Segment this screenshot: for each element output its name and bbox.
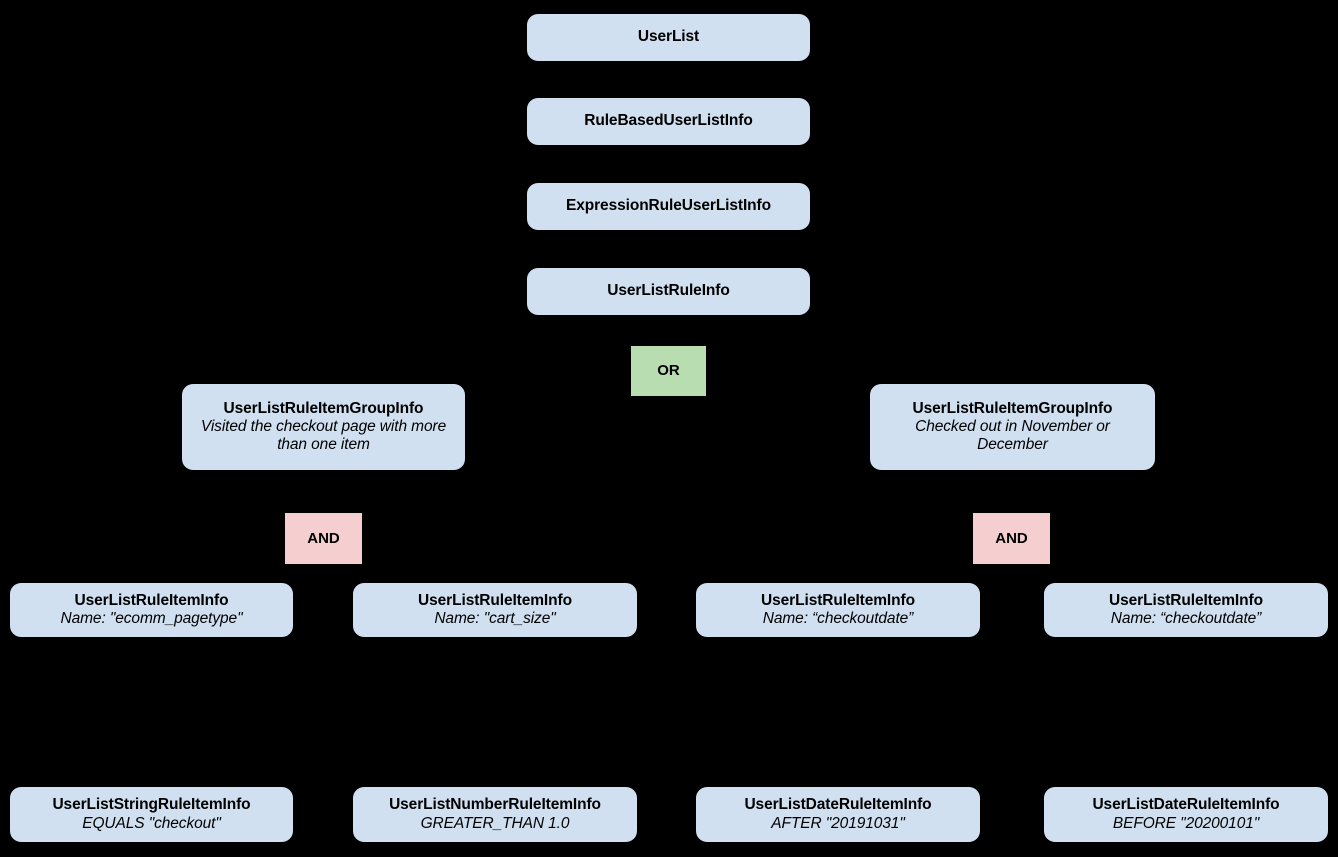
edge-and-right-to-item4 [1033,563,1187,584]
node-rule-item-4[interactable]: UserListRuleItemInfo Name: “checkoutdate… [1044,583,1328,637]
node-user-list[interactable]: UserList [527,14,810,61]
node-group-right[interactable]: UserListRuleItemGroupInfo Checked out in… [870,384,1155,470]
node-title: RuleBasedUserListInfo [584,112,753,130]
node-leaf-date-rule-item-info-after[interactable]: UserListDateRuleItemInfo AFTER "20191031… [696,787,980,842]
node-subtitle: Name: “checkoutdate” [1110,610,1262,627]
edge-and-left-to-item2 [345,563,496,584]
node-title: UserListRuleInfo [607,282,730,300]
node-and-operator-left[interactable]: AND [285,513,362,564]
edge-or-to-group-left [341,363,631,379]
node-and-operator-right[interactable]: AND [973,513,1050,564]
node-title: UserListRuleItemGroupInfo [223,399,424,417]
node-rule-item-3[interactable]: UserListRuleItemInfo Name: “checkoutdate… [696,583,980,637]
node-expression-rule-user-list-info[interactable]: ExpressionRuleUserListInfo [527,183,810,230]
node-leaf-date-rule-item-info-before[interactable]: UserListDateRuleItemInfo BEFORE "2020010… [1044,787,1328,842]
edge-and-right-to-item3 [837,563,989,584]
node-title: UserListRuleItemInfo [761,591,915,609]
node-title: UserListRuleItemGroupInfo [912,399,1113,417]
node-user-list-rule-info[interactable]: UserListRuleInfo [527,268,810,315]
node-title: UserListRuleItemInfo [74,591,229,609]
node-subtitle: GREATER_THAN 1.0 [420,814,570,832]
node-leaf-number-rule-item-info[interactable]: UserListNumberRuleItemInfo GREATER_THAN … [353,787,637,842]
node-group-left[interactable]: UserListRuleItemGroupInfo Visited the ch… [182,384,465,470]
node-rule-item-2[interactable]: UserListRuleItemInfo Name: "cart_size" [353,583,637,637]
node-title: UserListDateRuleItemInfo [744,796,932,814]
operator-label: AND [307,529,340,547]
node-title: UserListNumberRuleItemInfo [389,796,601,814]
node-title: UserListDateRuleItemInfo [1092,796,1280,814]
node-subtitle: EQUALS "checkout" [82,814,221,832]
node-title: UserList [637,28,700,46]
node-title: ExpressionRuleUserListInfo [566,197,771,215]
node-rule-based-user-list-info[interactable]: RuleBasedUserListInfo [527,98,810,145]
node-subtitle: Visited the checkout page with more than… [200,417,447,454]
edge-or-to-group-right [706,363,996,379]
node-or-operator[interactable]: OR [631,346,706,396]
operator-label: OR [657,362,680,380]
node-subtitle: Name: "cart_size" [434,610,556,627]
node-title: UserListRuleItemInfo [418,591,572,609]
node-subtitle: BEFORE "20200101" [1112,814,1260,832]
node-subtitle: Name: "ecomm_pagetype" [60,610,243,627]
node-subtitle: AFTER "20191031" [771,814,905,832]
node-title: UserListStringRuleItemInfo [52,796,251,814]
edge-and-left-to-item1 [150,563,301,584]
node-rule-item-1[interactable]: UserListRuleItemInfo Name: "ecomm_pagety… [10,583,293,637]
node-title: UserListRuleItemInfo [1109,591,1263,609]
node-subtitle: Name: “checkoutdate” [762,610,914,627]
operator-label: AND [995,529,1028,547]
node-subtitle: Checked out in November or December [915,417,1110,454]
node-leaf-string-rule-item-info[interactable]: UserListStringRuleItemInfo EQUALS "check… [10,787,293,842]
